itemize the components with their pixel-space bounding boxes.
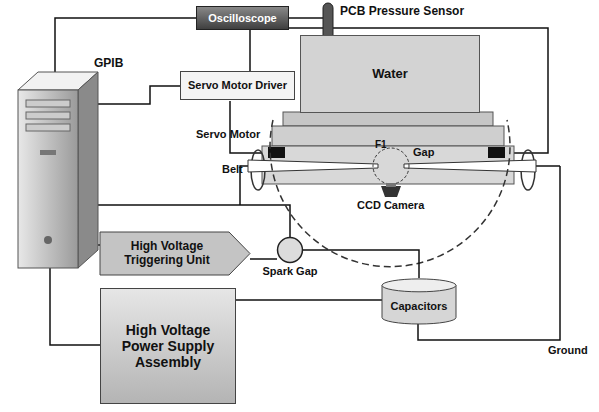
part-label: Belt [220,163,245,176]
node-text: Oscilloscope [208,12,276,25]
oscilloscope-box: Oscilloscope [196,6,289,30]
node-text: High Voltage Power Supply Assembly [105,322,231,370]
driver-box: Servo Motor Driver [180,71,295,100]
focus-circle [373,148,409,184]
node-text: Servo Motor Driver [188,79,287,92]
servo-motor [488,147,505,158]
bus-label: GPIB [92,56,125,70]
part-label: Ground [546,344,590,357]
water-tank: Water [300,35,480,113]
camera-lens [386,183,396,187]
wire-connector [236,299,382,301]
focus-label: F1 [373,139,389,151]
ccd-camera [381,186,401,197]
spark-gap: Spark Gap [277,237,303,263]
trigger-unit: High Voltage Triggering Unit [100,232,250,275]
node-text: Capacitors [391,300,448,313]
sensor-label: PCB Pressure Sensor [338,4,466,18]
power-supply-box: High Voltage Power Supply Assembly [100,288,236,404]
node-text: High Voltage Triggering Unit [106,240,228,268]
part-label: Gap [411,146,436,159]
electrode [404,160,536,172]
electrode [248,160,378,172]
computer-tower [18,72,98,268]
spark-gap-outline [277,237,303,263]
wire-connector [250,258,277,260]
capacitor-bank: Capacitors [382,278,456,324]
wire-connector [303,250,419,278]
reflector-outline [270,120,510,267]
tank-stack [262,112,514,184]
node-text: Water [372,67,408,82]
part-label: Servo Motor [194,128,262,141]
node-text: Spark Gap [262,265,317,278]
part-label: CCD Camera [355,199,426,212]
